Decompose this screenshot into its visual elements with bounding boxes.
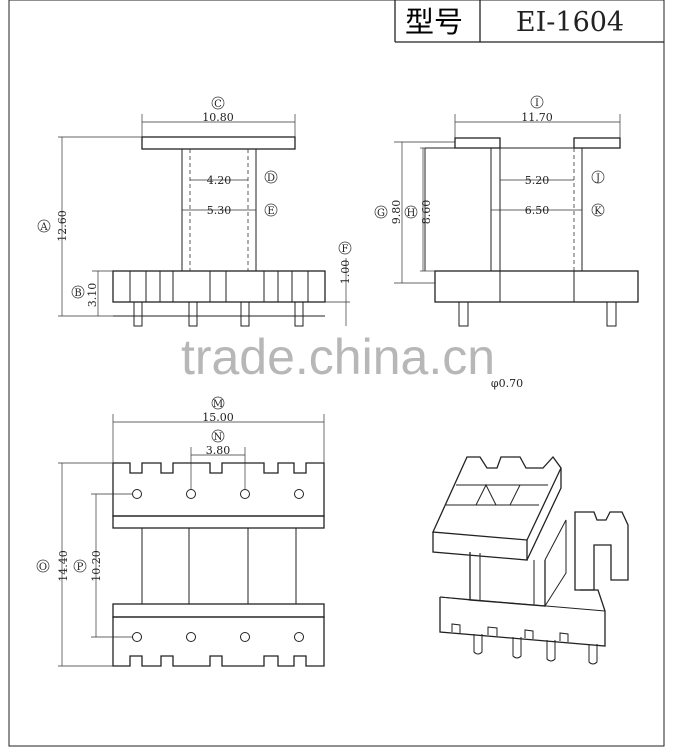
iso-pin bbox=[588, 644, 598, 665]
svg-text:D: D bbox=[267, 173, 275, 184]
svg-text:O: O bbox=[39, 562, 47, 573]
svg-text:M: M bbox=[213, 399, 223, 410]
title-block: 型号 EI-1604 bbox=[394, 0, 664, 43]
iso-pin bbox=[512, 637, 522, 659]
dim-a-value: 12.60 bbox=[56, 210, 69, 242]
bottom-comb bbox=[112, 616, 325, 667]
svg-text:G: G bbox=[377, 208, 385, 219]
svg-text:P: P bbox=[77, 562, 84, 573]
pin-hole bbox=[186, 632, 196, 642]
watermark-text: trade.china.cn bbox=[181, 329, 495, 385]
dim-p-value: 10.20 bbox=[90, 550, 103, 582]
pin-diameter-label: φ0.70 bbox=[491, 377, 523, 390]
top-view: M 15.00 N 3.80 O 14.40 P 10.20 bbox=[36, 396, 325, 667]
svg-text:B: B bbox=[74, 288, 81, 299]
pin-hole bbox=[294, 489, 304, 499]
model-number: EI-1604 bbox=[516, 7, 624, 38]
base-block bbox=[112, 270, 326, 303]
pin bbox=[294, 301, 304, 327]
dim-h-value: 8.60 bbox=[420, 200, 433, 225]
dim-c-value: 10.80 bbox=[202, 111, 234, 124]
dim-e-value: 5.30 bbox=[207, 204, 232, 217]
dim-n-value: 3.80 bbox=[206, 444, 231, 457]
front-view: C 10.80 4.20 D 5.30 E A 12.60 B 3.10 F 1… bbox=[37, 96, 352, 327]
pin-hole bbox=[132, 632, 142, 642]
iso-base bbox=[439, 589, 606, 647]
pin-hole bbox=[240, 489, 250, 499]
dim-j-value: 5.20 bbox=[525, 174, 550, 187]
dim-m-value: 15.00 bbox=[202, 411, 234, 424]
pin bbox=[240, 301, 250, 327]
dim-g-value: 9.80 bbox=[390, 200, 403, 225]
iso-pin bbox=[546, 640, 556, 662]
side-view: I 11.70 5.20 J 6.50 K G 9.80 H 8.60 φ0.7… bbox=[374, 95, 639, 390]
isometric-view bbox=[432, 455, 629, 665]
top-flange bbox=[141, 136, 296, 150]
dim-i-value: 11.70 bbox=[521, 111, 553, 124]
top-comb bbox=[112, 462, 325, 517]
pin-hole bbox=[186, 489, 196, 499]
sheet-border bbox=[8, 0, 665, 747]
side-base bbox=[434, 270, 639, 303]
title-label: 型号 bbox=[405, 5, 463, 39]
svg-text:F: F bbox=[342, 244, 349, 255]
dim-f-value: 1.00 bbox=[339, 260, 352, 285]
label-circle-c bbox=[211, 96, 225, 110]
pin bbox=[606, 301, 617, 327]
pin bbox=[458, 301, 469, 327]
pin bbox=[188, 301, 198, 327]
svg-text:A: A bbox=[39, 222, 48, 233]
svg-text:J: J bbox=[595, 173, 600, 184]
pin-hole bbox=[240, 632, 250, 642]
svg-text:I: I bbox=[535, 98, 539, 109]
svg-text:K: K bbox=[594, 206, 602, 217]
svg-text:C: C bbox=[214, 99, 222, 110]
svg-text:N: N bbox=[214, 432, 223, 443]
svg-text:H: H bbox=[407, 208, 416, 219]
svg-text:E: E bbox=[267, 206, 274, 217]
pin bbox=[133, 301, 143, 327]
pin-hole bbox=[294, 632, 304, 642]
dim-k-value: 6.50 bbox=[525, 204, 550, 217]
iso-pin bbox=[473, 634, 483, 655]
dim-o-value: 14.40 bbox=[57, 550, 70, 582]
pin-hole bbox=[132, 489, 142, 499]
dim-d-value: 4.20 bbox=[207, 174, 232, 187]
dim-b-value: 3.10 bbox=[86, 283, 99, 308]
